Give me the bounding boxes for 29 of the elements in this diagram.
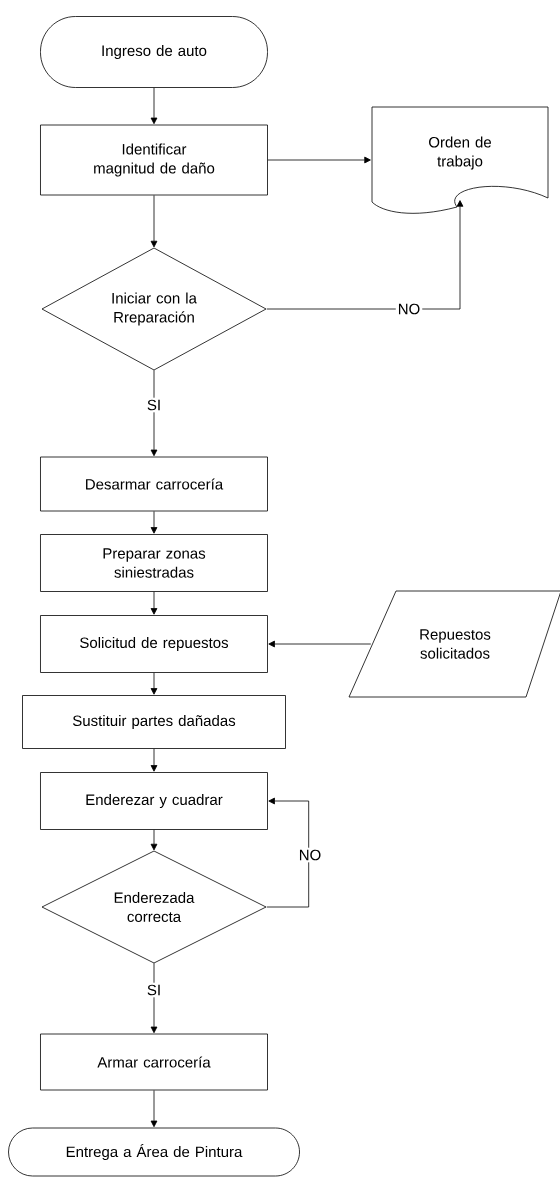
arrow (150, 1090, 158, 1128)
arrow (268, 640, 372, 648)
document-shape: Orden de trabajo (371, 106, 549, 214)
end-terminal: Entrega a Área de Pintura (8, 1127, 300, 1177)
edge-label: SI (144, 397, 164, 413)
process-box: Enderezar y cuadrar (40, 772, 268, 830)
arrow (266, 797, 310, 908)
process-box: Identificar magnitud de daño (40, 124, 268, 196)
arrow (150, 195, 158, 248)
arrow (150, 87, 158, 125)
arrow (150, 829, 158, 851)
process-box: Armar carrocería (40, 1033, 268, 1091)
process-box: Sustituir partes dañadas (22, 695, 286, 749)
arrow (150, 591, 158, 615)
arrow (267, 156, 371, 164)
start-terminal: Ingreso de auto (40, 16, 268, 88)
edge-label: NO (395, 301, 423, 317)
arrow (150, 511, 158, 534)
process-box: Solicitud de repuestos (40, 615, 268, 673)
arrow (150, 962, 158, 1034)
arrow (150, 748, 158, 772)
process-box: Preparar zonas siniestradas (40, 534, 268, 592)
edge-label: NO (296, 847, 324, 863)
arrow (266, 200, 464, 310)
arrow (150, 369, 158, 457)
data-parallelogram: Repuestos solicitados (348, 590, 560, 698)
process-box: Desarmar carrocería (40, 456, 268, 512)
edge-label: SI (144, 982, 164, 998)
arrow (150, 672, 158, 695)
